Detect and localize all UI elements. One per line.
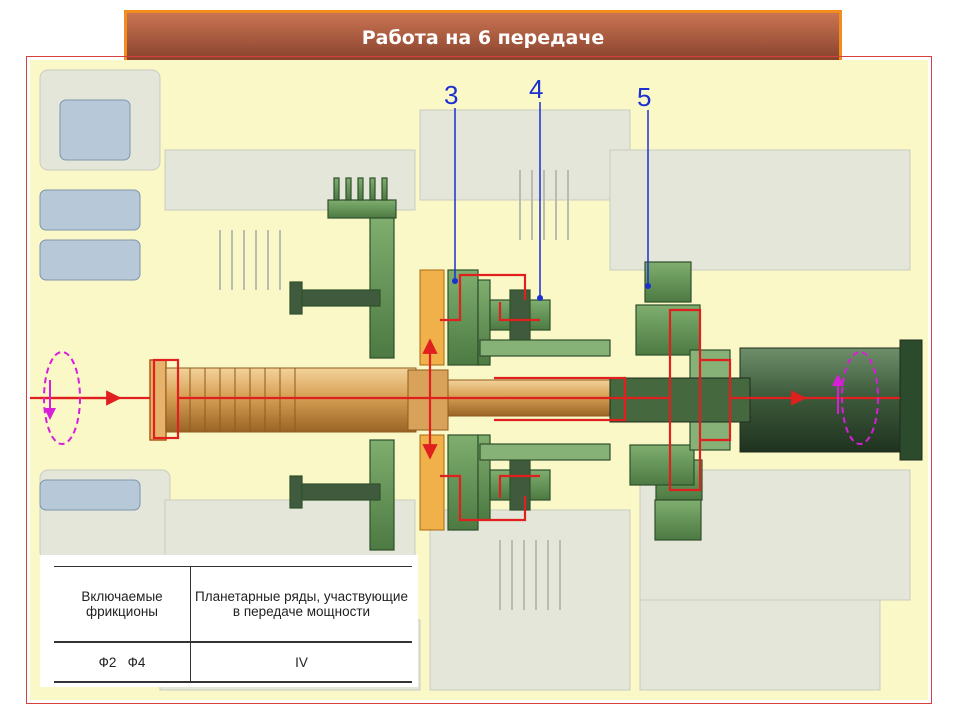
engagement-table: Включаемые фрикционы Планетарные ряды, у…: [54, 566, 412, 683]
power-flow-path: [30, 273, 900, 522]
value-clutches: Ф2 Ф4: [54, 641, 191, 683]
header-clutches: Включаемые фрикционы: [54, 566, 191, 642]
value-planetary-rows: IV: [190, 641, 412, 683]
callout-5: 5: [637, 82, 651, 112]
header-planetary-rows: Планетарные ряды, участвующие в передаче…: [190, 566, 412, 642]
callout-3: 3: [444, 80, 458, 110]
rotation-arrows: [43, 351, 879, 445]
callout-labels: 3 4 5: [444, 74, 651, 301]
output-shaft: [609, 339, 923, 461]
slide-title: Работа на 6 передаче: [361, 27, 605, 49]
diagram-frame: [26, 56, 932, 704]
callout-4: 4: [529, 74, 543, 104]
engaged-elements: [289, 177, 731, 551]
